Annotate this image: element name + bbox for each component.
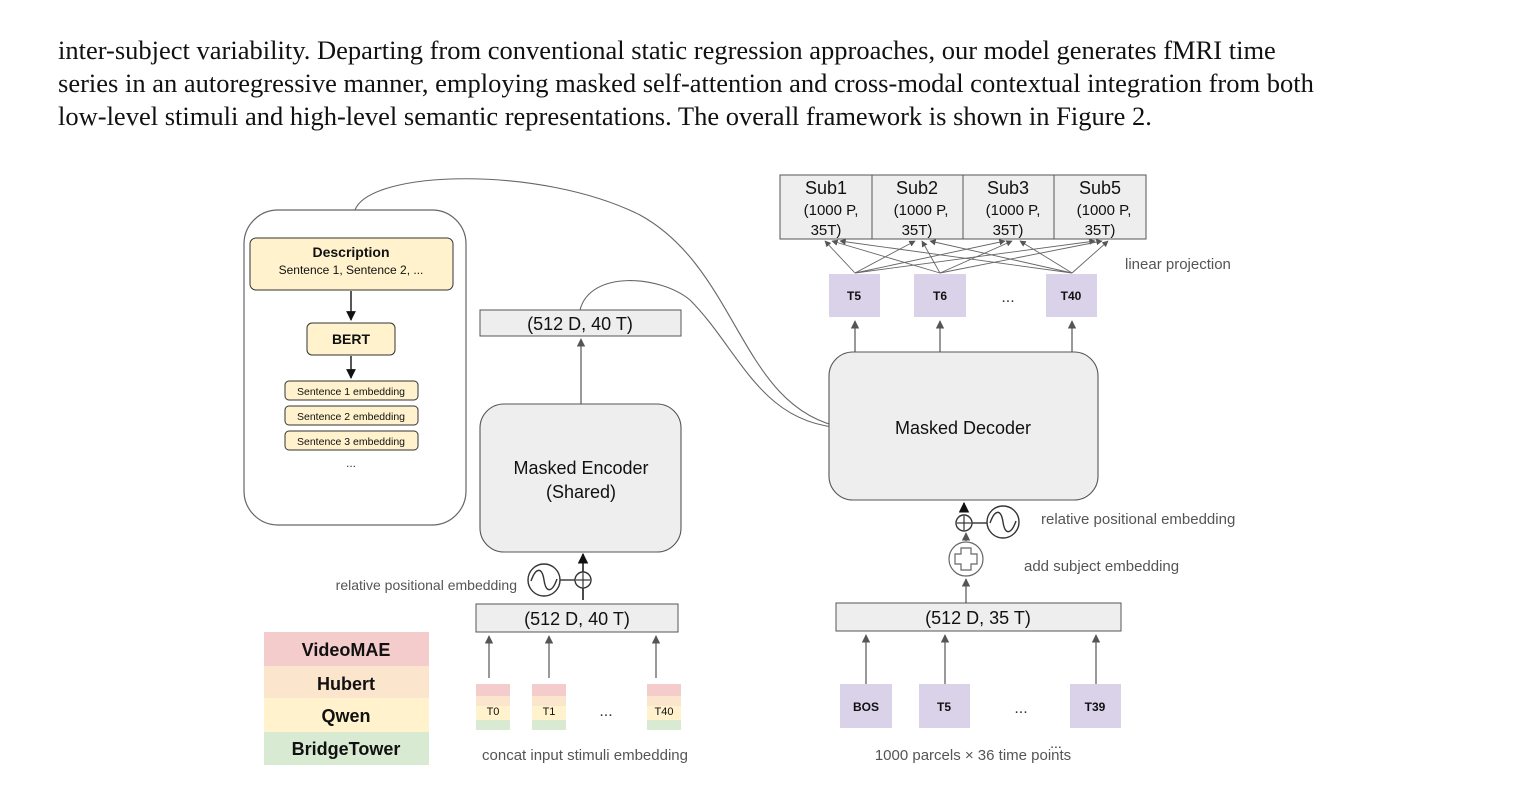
encoder-token-T40: T40 bbox=[647, 684, 681, 730]
masked-decoder-box bbox=[828, 351, 1099, 501]
output-token-label-T5: T5 bbox=[847, 289, 861, 303]
subject-2-line2: 35T) bbox=[902, 222, 933, 239]
masked-encoder-box bbox=[479, 403, 682, 553]
embedding-label-1: Sentence 1 embedding bbox=[297, 386, 405, 398]
decoder-output-tokens: T5 T6 ... T40 bbox=[829, 274, 1097, 317]
output-token-label-T6: T6 bbox=[933, 289, 947, 303]
encoder-to-decoder-curve bbox=[579, 280, 846, 429]
description-subtitle: Sentence 1, Sentence 2, ... bbox=[279, 263, 424, 277]
input-token-T39 bbox=[1070, 684, 1121, 728]
input-token-label-T5: T5 bbox=[937, 700, 951, 714]
output-token-T6 bbox=[914, 274, 966, 317]
output-token-T40 bbox=[1046, 274, 1097, 317]
encoder-token-label-T1: T1 bbox=[543, 706, 556, 718]
decoder-input-shape: (512 D, 35 T) bbox=[925, 608, 1031, 628]
legend-swatch-bridgetower bbox=[264, 732, 429, 765]
input-token-label-BOS: BOS bbox=[853, 700, 879, 714]
input-token-T5 bbox=[919, 684, 970, 728]
subject-2-line1: (1000 P, bbox=[894, 202, 949, 219]
subject-1-name: Sub1 bbox=[805, 178, 847, 198]
encoder-section: (512 D, 40 T) Masked Encoder (Shared) re… bbox=[336, 309, 688, 764]
masked-decoder-label: Masked Decoder bbox=[895, 418, 1031, 438]
modality-legend: VideoMAE Hubert Qwen BridgeTower bbox=[264, 632, 429, 765]
masked-encoder-label-1: Masked Encoder bbox=[513, 458, 648, 478]
encoder-token-ellipsis: ... bbox=[599, 703, 612, 720]
subject-2-name: Sub2 bbox=[896, 178, 938, 198]
decoder-input-box bbox=[835, 602, 1122, 632]
encoder-token-T0: T0 bbox=[476, 684, 510, 730]
projection-lines bbox=[824, 238, 1109, 274]
encoder-output-shape: (512 D, 40 T) bbox=[527, 314, 633, 334]
encoder-token-T1: T1 bbox=[532, 684, 566, 730]
paragraph-line-2: series in an autoregressive manner, empl… bbox=[58, 68, 1314, 98]
decoder-caption: 1000 parcels × 36 time points bbox=[875, 747, 1071, 764]
embedding-box-1 bbox=[284, 380, 419, 401]
legend-swatch-qwen bbox=[264, 698, 429, 732]
subject-3-line1: (1000 P, bbox=[986, 202, 1041, 219]
body-paragraph: inter-subject variability. Departing fro… bbox=[58, 34, 1478, 133]
input-token-BOS bbox=[840, 684, 892, 728]
description-to-decoder-curve bbox=[354, 178, 846, 431]
embedding-box-2 bbox=[284, 405, 419, 426]
legend-label-bridgetower: BridgeTower bbox=[292, 739, 401, 759]
output-token-label-T40: T40 bbox=[1061, 289, 1082, 303]
input-token-ellipsis: ... bbox=[1014, 700, 1027, 717]
output-token-ellipsis: ... bbox=[1001, 289, 1014, 306]
decoder-caption-dots: ... bbox=[1050, 735, 1062, 751]
legend-swatch-hubert bbox=[264, 666, 429, 698]
legend-swatch-videomae bbox=[264, 632, 429, 666]
output-token-T5 bbox=[829, 274, 880, 317]
embedding-label-3: Sentence 3 embedding bbox=[297, 436, 405, 448]
subject-1-line1: (1000 P, bbox=[804, 202, 859, 219]
bert-label: BERT bbox=[332, 331, 371, 347]
encoder-pos-embedding-label: relative positional embedding bbox=[336, 577, 517, 593]
description-panel: Description Sentence 1, Sentence 2, ... … bbox=[243, 209, 467, 526]
decoder-section: Masked Decoder relative positional embed… bbox=[828, 351, 1235, 764]
encoder-token-label-T0: T0 bbox=[487, 706, 500, 718]
description-box bbox=[249, 237, 454, 291]
masked-encoder-label-2: (Shared) bbox=[546, 482, 616, 502]
subject-embedding-label: add subject embedding bbox=[1024, 558, 1179, 575]
description-title: Description bbox=[312, 244, 389, 260]
linear-projection-label: linear projection bbox=[1125, 256, 1231, 273]
subject-3-line2: 35T) bbox=[993, 222, 1024, 239]
encoder-token-label-T40: T40 bbox=[655, 706, 674, 718]
embedding-label-2: Sentence 2 embedding bbox=[297, 411, 405, 423]
legend-label-hubert: Hubert bbox=[317, 674, 375, 694]
embedding-box-3 bbox=[284, 430, 419, 451]
paragraph-line-1: inter-subject variability. Departing fro… bbox=[58, 35, 1276, 65]
paragraph-line-3: low-level stimuli and high-level semanti… bbox=[58, 101, 1152, 131]
subject-5-line2: 35T) bbox=[1085, 222, 1116, 239]
encoder-input-shape: (512 D, 40 T) bbox=[524, 609, 630, 629]
subject-3-name: Sub3 bbox=[987, 178, 1029, 198]
embedding-more: ... bbox=[346, 456, 356, 470]
decoder-pos-embedding-label: relative positional embedding bbox=[1041, 511, 1235, 528]
legend-label-videomae: VideoMAE bbox=[302, 640, 391, 660]
encoder-output-box bbox=[479, 309, 682, 337]
encoder-caption: concat input stimuli embedding bbox=[482, 747, 688, 764]
legend-label-qwen: Qwen bbox=[321, 706, 370, 726]
subject-5-line1: (1000 P, bbox=[1077, 202, 1132, 219]
encoder-input-box bbox=[475, 603, 679, 633]
subjects-table: Sub1 (1000 P, 35T) Sub2 (1000 P, 35T) Su… bbox=[779, 174, 1147, 240]
subject-5-name: Sub5 bbox=[1079, 178, 1121, 198]
input-token-label-T39: T39 bbox=[1085, 700, 1106, 714]
subject-1-line2: 35T) bbox=[811, 222, 842, 239]
bert-box bbox=[306, 322, 396, 356]
